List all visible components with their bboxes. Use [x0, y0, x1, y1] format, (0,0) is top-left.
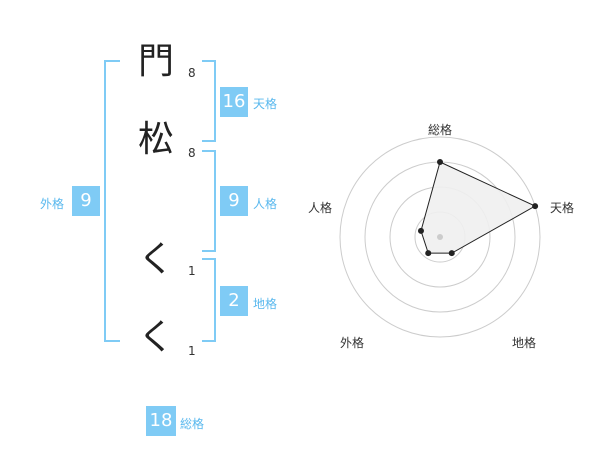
jinkaku-bracket — [202, 150, 216, 252]
soukaku-badge: 18 — [146, 406, 176, 436]
soukaku-label: 総格 — [180, 417, 205, 431]
radar-point-3 — [448, 250, 455, 257]
tenkaku-bracket — [202, 60, 216, 142]
tenkaku-label: 天格 — [253, 97, 278, 111]
name-char-4: く — [137, 317, 174, 358]
chikaku-label: 地格 — [253, 297, 278, 311]
gaikaku-bracket — [104, 60, 120, 342]
radar-point-4 — [425, 250, 432, 257]
radar-axis-label-jinkaku: 人格 — [308, 200, 332, 215]
radar-chart: 総格 天格 地格 外格 人格 — [308, 122, 574, 350]
radar-point-5 — [417, 227, 424, 234]
radar-point-1 — [437, 159, 443, 165]
jinkaku-label: 人格 — [253, 197, 278, 211]
name-char-2: 松 — [137, 119, 174, 160]
chikaku-badge: 2 — [220, 286, 248, 316]
radar-axis-label-tenkaku: 天格 — [550, 200, 574, 215]
radar-axis-label-soukaku: 総格 — [428, 122, 452, 137]
name-char-1: 門 — [137, 41, 174, 82]
stroke-count-1: 8 — [188, 66, 196, 80]
stroke-count-3: 1 — [188, 264, 196, 278]
jinkaku-badge: 9 — [220, 186, 248, 216]
tenkaku-badge: 16 — [220, 87, 248, 117]
gaikaku-label: 外格 — [40, 197, 65, 211]
radar-ring-4 — [339, 136, 541, 338]
chikaku-bracket — [202, 258, 216, 342]
radar-center-dot — [437, 234, 443, 240]
gaikaku-badge: 9 — [72, 186, 100, 216]
radar-polygon — [420, 161, 537, 254]
name-char-3: く — [137, 239, 174, 280]
radar-point-2 — [532, 203, 539, 210]
radar-axis-label-gaikaku: 外格 — [340, 335, 364, 350]
radar-axis-label-chikaku: 地格 — [512, 335, 536, 350]
stroke-count-2: 8 — [188, 146, 196, 160]
stroke-count-4: 1 — [188, 344, 196, 358]
